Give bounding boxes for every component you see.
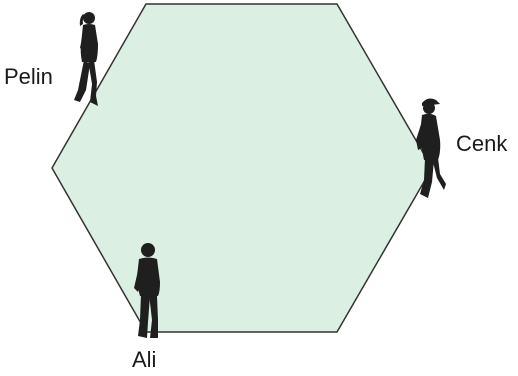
hexagon-shape bbox=[52, 4, 432, 332]
person-label-pelin: Pelin bbox=[4, 66, 53, 88]
person-label-cenk: Cenk bbox=[456, 133, 507, 155]
walking-woman-silhouette-icon bbox=[74, 12, 98, 106]
person-label-ali: Ali bbox=[132, 349, 156, 371]
